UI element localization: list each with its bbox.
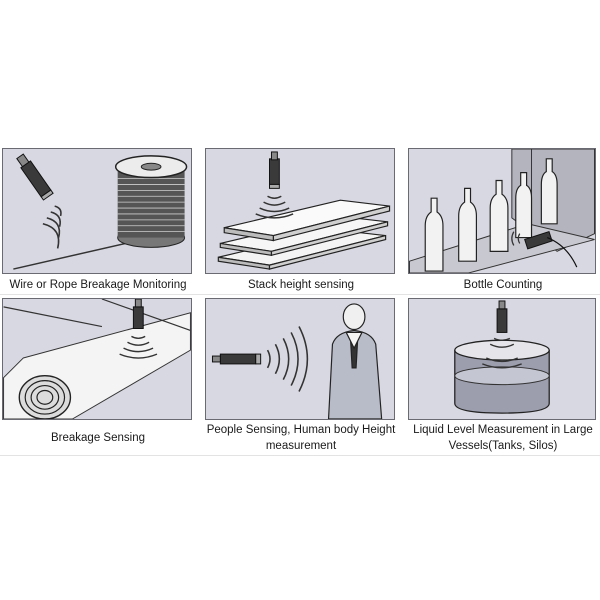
application-cell-breakage: Breakage Sensing [0, 296, 196, 456]
illustration-liquid-level [408, 298, 596, 420]
illustration-stack-height [205, 148, 395, 274]
illustration-breakage-sensing [2, 298, 192, 420]
application-cell-wire: Wire or Rope Breakage Monitoring [0, 146, 196, 296]
caption-liquid: Liquid Level Measurement in Large Vessel… [406, 422, 600, 454]
caption-people: People Sensing, Human body Height measur… [203, 422, 399, 454]
caption-wire: Wire or Rope Breakage Monitoring [0, 277, 196, 293]
caption-breakage: Breakage Sensing [0, 430, 196, 446]
illustration-people-sensing [205, 298, 395, 420]
application-cell-liquid: Liquid Level Measurement in Large Vessel… [406, 296, 600, 456]
caption-stack: Stack height sensing [203, 277, 399, 293]
illustration-bottle-counting [408, 148, 596, 274]
application-cell-bottles: Bottle Counting [406, 146, 600, 296]
application-cell-stack: Stack height sensing [203, 146, 399, 296]
application-cell-people: People Sensing, Human body Height measur… [203, 296, 399, 456]
illustration-wire-breakage [2, 148, 192, 274]
caption-bottles: Bottle Counting [406, 277, 600, 293]
